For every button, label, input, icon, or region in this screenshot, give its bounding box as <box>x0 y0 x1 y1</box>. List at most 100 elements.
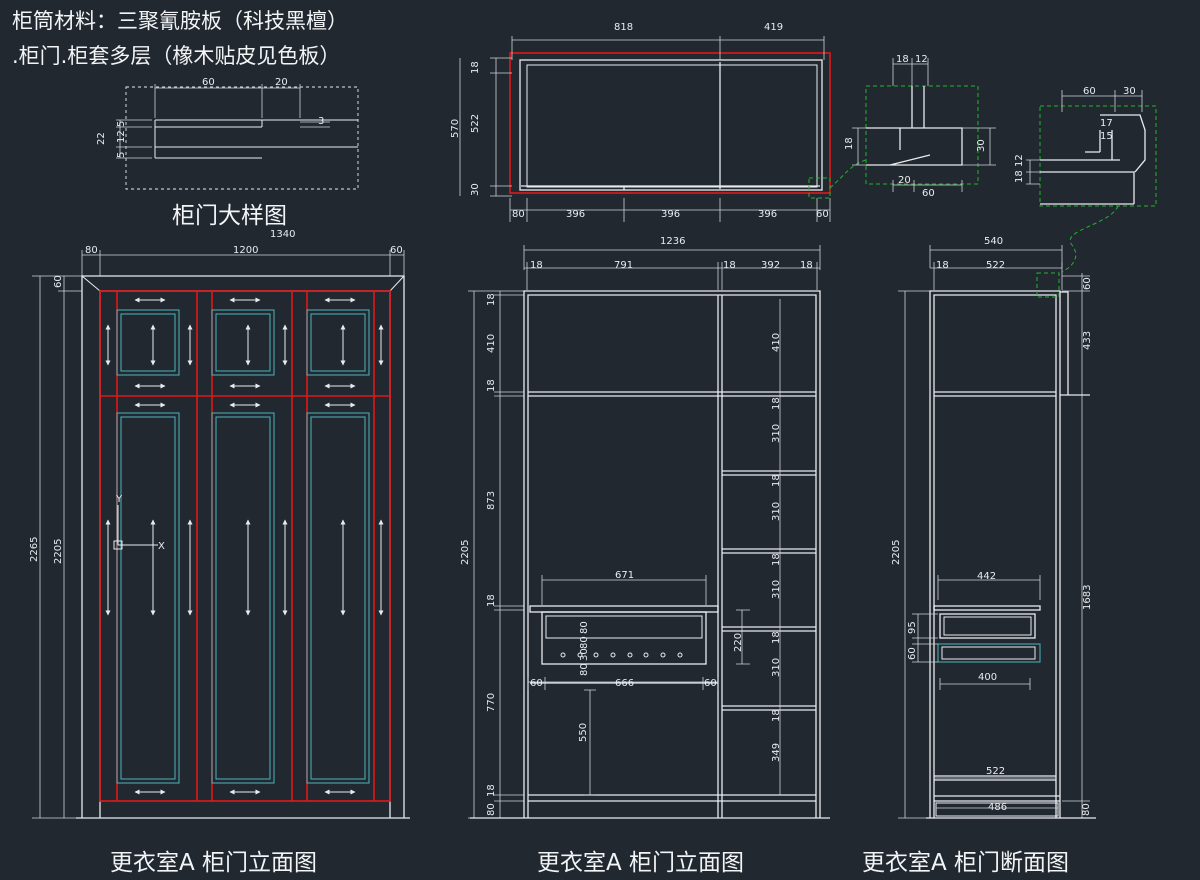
interior-dim-b60b: 60 <box>704 678 717 689</box>
interior-dim-220: 220 <box>733 633 744 652</box>
interior-dim-b60a: 60 <box>530 678 543 689</box>
section-dim-522: 522 <box>986 260 1005 271</box>
section-dim-18: 18 <box>936 260 949 271</box>
section-dim-95: 95 <box>907 621 918 634</box>
detail1-dim-30: 30 <box>976 139 987 152</box>
interior-dim-h18d: 18 <box>486 784 497 797</box>
top-plan-dim-522: 522 <box>470 114 481 133</box>
door-detail-dim-5b: 5 <box>116 152 127 158</box>
top-plan-dim-60: 60 <box>816 209 829 220</box>
interior-dim-2205: 2205 <box>460 540 471 565</box>
top-plan-dim-18: 18 <box>470 61 481 74</box>
interior-dim-r18a: 18 <box>771 397 782 410</box>
interior-dim-1236: 1236 <box>660 236 685 247</box>
door-detail-dim-5a: 5 <box>116 121 127 127</box>
interior-dim-h18b: 18 <box>486 379 497 392</box>
interior-dim-18a: 18 <box>530 260 543 271</box>
front-elevation-title: 更衣室A 柜门立面图 <box>110 850 317 876</box>
section-dim-60: 60 <box>1082 277 1093 290</box>
material-note-line1: 柜筒材料：三聚氰胺板（科技黑檀） <box>12 9 348 33</box>
detail2-dim-17: 17 <box>1100 118 1113 129</box>
front-dim-1340: 1340 <box>270 229 295 240</box>
interior-dim-v80a: 80 <box>579 621 590 634</box>
top-plan-dim-818: 818 <box>614 22 633 33</box>
front-elevation-drawing: Y X <box>32 250 410 819</box>
interior-dim-550: 550 <box>578 723 589 742</box>
front-dim-2265: 2265 <box>29 537 40 562</box>
section-drawing <box>898 245 1096 819</box>
interior-dim-r310a: 310 <box>771 424 782 443</box>
detail1-dim-60: 60 <box>922 188 935 199</box>
interior-dim-392: 392 <box>761 260 780 271</box>
section-dim-522b: 522 <box>986 766 1005 777</box>
material-note-line2: .柜门.柜套多层（橡木贴皮见色板） <box>12 44 340 68</box>
interior-dim-r18c: 18 <box>771 553 782 566</box>
top-plan-drawing <box>459 36 867 222</box>
detail-leader <box>1061 205 1119 273</box>
front-dim-1200: 1200 <box>233 245 258 256</box>
interior-dim-r310b: 310 <box>771 502 782 521</box>
interior-dim-r310d: 310 <box>771 658 782 677</box>
interior-dim-r18d: 18 <box>771 631 782 644</box>
interior-dim-80: 80 <box>486 803 497 816</box>
top-plan-dim-570: 570 <box>450 119 461 138</box>
interior-dim-v80b: 80 <box>579 636 590 649</box>
svg-text:Y: Y <box>115 494 123 505</box>
interior-dim-r349: 349 <box>771 743 782 762</box>
detail2-dim-12: 12 <box>1014 154 1025 167</box>
front-dim-60v: 60 <box>53 275 64 288</box>
corner-detail-1 <box>852 58 996 192</box>
detail2-dim-18: 18 <box>1014 170 1025 183</box>
interior-dim-18b: 18 <box>723 260 736 271</box>
interior-dim-r18b: 18 <box>771 474 782 487</box>
section-dim-60b: 60 <box>907 647 918 660</box>
section-dim-80: 80 <box>1081 803 1092 816</box>
detail1-dim-18b: 18 <box>844 137 855 150</box>
interior-dim-h18c: 18 <box>486 594 497 607</box>
interior-dim-18c: 18 <box>800 260 813 271</box>
section-dim-486: 486 <box>988 802 1007 813</box>
section-dim-400: 400 <box>978 672 997 683</box>
section-dim-433: 433 <box>1082 331 1093 350</box>
top-plan-dim-80: 80 <box>512 209 525 220</box>
interior-dim-770: 770 <box>486 693 497 712</box>
front-dim-60: 60 <box>390 245 403 256</box>
door-detail-dim-3: 3 <box>318 116 324 127</box>
interior-dim-h18a: 18 <box>486 293 497 306</box>
door-detail-dim-22: 22 <box>96 132 107 145</box>
detail2-dim-60: 60 <box>1083 86 1096 97</box>
detail2-dim-30: 30 <box>1123 86 1136 97</box>
top-plan-dim-30: 30 <box>470 183 481 196</box>
section-dim-1683: 1683 <box>1082 585 1093 610</box>
svg-text:X: X <box>158 541 165 552</box>
top-plan-dim-419: 419 <box>764 22 783 33</box>
interior-dim-v80c: 80 <box>579 663 590 676</box>
interior-dim-410: 410 <box>486 334 497 353</box>
front-dim-2205: 2205 <box>53 539 64 564</box>
top-plan-dim-396c: 396 <box>758 209 777 220</box>
interior-dim-r310c: 310 <box>771 580 782 599</box>
interior-dim-791: 791 <box>614 260 633 271</box>
corner-detail-2 <box>1026 90 1157 207</box>
section-dim-540: 540 <box>984 236 1003 247</box>
interior-dim-671: 671 <box>615 570 634 581</box>
top-plan-dim-396a: 396 <box>566 209 585 220</box>
door-detail-drawing <box>116 84 359 190</box>
front-dim-80: 80 <box>85 245 98 256</box>
door-detail-dim-20: 20 <box>275 77 288 88</box>
detail1-dim-20: 20 <box>898 175 911 186</box>
section-title: 更衣室A 柜门断面图 <box>862 850 1069 876</box>
section-dim-2205: 2205 <box>891 540 902 565</box>
interior-dim-r18e: 18 <box>771 709 782 722</box>
section-dim-442: 442 <box>977 571 996 582</box>
door-detail-title: 柜门大样图 <box>172 203 287 229</box>
door-detail-dim-60: 60 <box>202 77 215 88</box>
detail1-dim-12: 12 <box>915 54 928 65</box>
interior-dim-v30: 30 <box>579 648 590 661</box>
interior-dim-r410: 410 <box>771 333 782 352</box>
interior-dim-666: 666 <box>615 678 634 689</box>
interior-dim-873: 873 <box>486 491 497 510</box>
top-plan-dim-396b: 396 <box>661 209 680 220</box>
detail2-dim-15: 15 <box>1100 131 1113 142</box>
